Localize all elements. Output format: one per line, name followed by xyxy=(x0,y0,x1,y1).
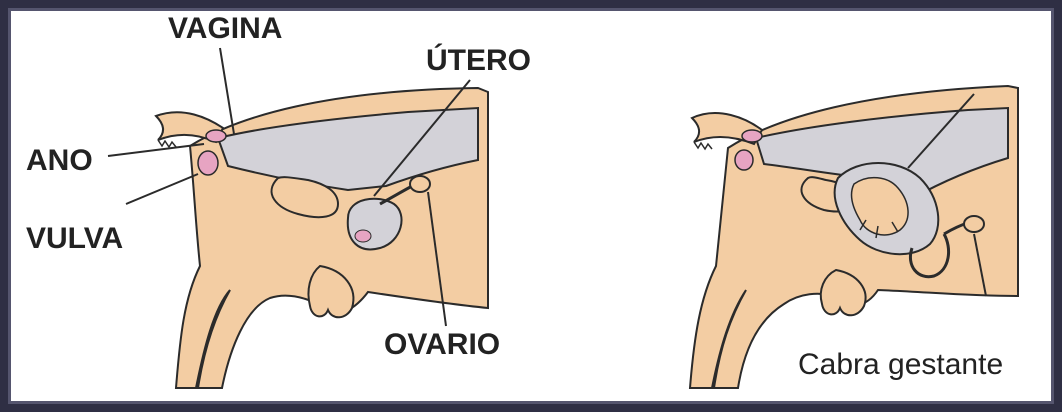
caption-cabra-gestante: Cabra gestante xyxy=(798,348,1003,381)
right-vulva-opening xyxy=(735,150,753,170)
goat-reproductive-diagram: VAGINA ÚTERO ANO VULVA OVARIO Cabra gest… xyxy=(8,8,1062,420)
label-utero: ÚTERO xyxy=(426,43,531,77)
label-vagina: VAGINA xyxy=(168,12,282,45)
label-vulva: VULVA xyxy=(26,222,123,255)
right-anus-opening xyxy=(742,130,762,142)
left-goat-tail-fringe xyxy=(158,140,176,147)
right-goat-tail-fringe xyxy=(694,142,712,149)
right-goat xyxy=(690,86,1018,388)
left-uterus-pink xyxy=(355,230,371,242)
right-ovary xyxy=(964,216,984,232)
label-ovario: OVARIO xyxy=(384,328,500,361)
left-vulva-opening xyxy=(198,151,218,175)
left-ovary xyxy=(410,176,430,192)
label-ano: ANO xyxy=(26,144,93,177)
left-anus-opening xyxy=(206,130,226,142)
